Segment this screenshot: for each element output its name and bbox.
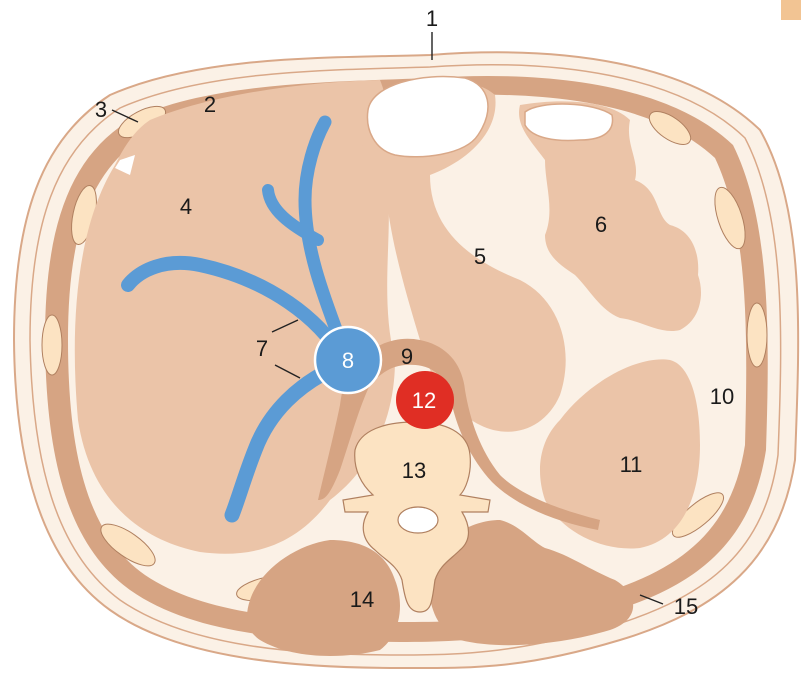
label-3: 3 — [95, 97, 107, 122]
label-13: 13 — [402, 458, 426, 483]
label-9: 9 — [401, 344, 413, 369]
cartilage — [42, 315, 62, 375]
cartilage — [747, 303, 767, 367]
label-12: 12 — [412, 388, 436, 413]
label-7: 7 — [256, 336, 268, 361]
label-5: 5 — [474, 244, 486, 269]
spinal-canal — [398, 507, 438, 533]
label-14: 14 — [350, 587, 374, 612]
label-1: 1 — [426, 6, 438, 31]
label-11: 11 — [620, 452, 643, 477]
colon-gas — [525, 104, 613, 140]
label-6: 6 — [595, 212, 607, 237]
label-10: 10 — [710, 384, 734, 409]
label-2: 2 — [204, 92, 216, 117]
label-8: 8 — [342, 348, 354, 373]
label-4: 4 — [180, 194, 192, 219]
liver — [75, 80, 395, 554]
label-15: 15 — [674, 594, 698, 619]
